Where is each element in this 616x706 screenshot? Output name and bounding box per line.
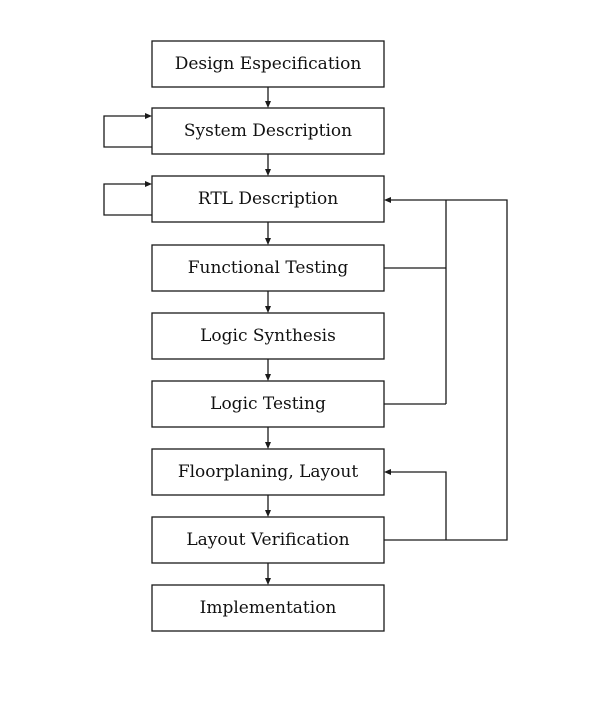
- step-box: [151, 380, 385, 428]
- step-label: System Description: [184, 121, 352, 141]
- step-label: Layout Verification: [186, 530, 349, 550]
- step-label: Design Especification: [175, 54, 362, 74]
- step-box: [151, 107, 385, 155]
- flow-arrowhead: [265, 101, 271, 108]
- step-logic-testing: Logic Testing: [151, 380, 385, 428]
- step-functional-testing: Functional Testing: [151, 244, 385, 292]
- step-floorplaning-layout: Floorplaning, Layout: [151, 448, 385, 496]
- step-label: Implementation: [200, 598, 337, 618]
- feedback-arrowhead: [384, 197, 391, 203]
- flow-arrowhead: [265, 510, 271, 517]
- flow-arrowhead: [265, 578, 271, 585]
- flow-arrows: [265, 87, 271, 585]
- flow-arrowhead: [265, 238, 271, 245]
- step-design-especification: Design Especification: [151, 40, 385, 88]
- feedback-arrowhead: [384, 469, 391, 475]
- flow-arrowhead: [265, 169, 271, 176]
- self-loop-system-description: [103, 113, 152, 148]
- step-implementation: Implementation: [151, 584, 385, 632]
- step-box: [151, 584, 385, 632]
- step-label: RTL Description: [198, 189, 338, 209]
- step-layout-verification: Layout Verification: [151, 516, 385, 564]
- loop-arrowhead: [145, 181, 152, 187]
- loop-arrowhead: [145, 113, 152, 119]
- feedback-to-floorplaning-layout: [384, 469, 447, 540]
- loop-line: [103, 115, 152, 148]
- flow-arrowhead: [265, 306, 271, 313]
- self-loop-rtl-description: [103, 181, 152, 216]
- loop-line: [103, 183, 152, 216]
- step-label: Functional Testing: [188, 258, 349, 278]
- step-box: [151, 516, 385, 564]
- step-system-description: System Description: [151, 107, 385, 155]
- step-label: Logic Synthesis: [200, 326, 336, 346]
- flow-arrowhead: [265, 442, 271, 449]
- feedback-line: [390, 471, 447, 540]
- step-label: Floorplaning, Layout: [178, 462, 359, 482]
- step-rtl-description: RTL Description: [151, 175, 385, 223]
- step-logic-synthesis: Logic Synthesis: [151, 312, 385, 360]
- step-label: Logic Testing: [210, 394, 326, 414]
- step-box: [151, 40, 385, 88]
- flow-arrowhead: [265, 374, 271, 381]
